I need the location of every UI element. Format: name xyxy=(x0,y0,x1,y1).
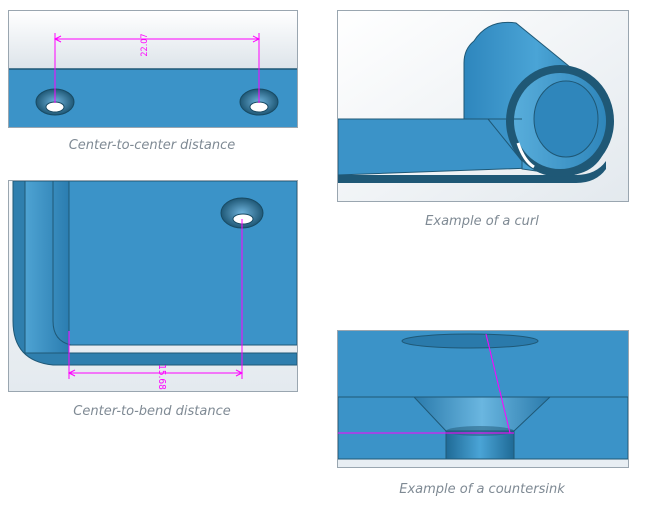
curl-drawing xyxy=(338,11,628,201)
center-to-center-caption: Center-to-center distance xyxy=(68,138,236,153)
reference-lines xyxy=(338,333,514,434)
dimension-value: 15.68 xyxy=(156,364,167,390)
flange xyxy=(24,181,70,354)
background xyxy=(9,11,297,69)
curl-caption: Example of a curl xyxy=(425,214,539,229)
center-to-center-drawing: 22.07 xyxy=(9,11,297,127)
hole-opening xyxy=(401,333,539,349)
sheet-face xyxy=(68,181,297,346)
center-to-bend-drawing: 15.68 xyxy=(9,181,297,391)
countersink-figure xyxy=(337,330,629,468)
curl-end xyxy=(506,65,614,177)
center-to-bend-caption: Center-to-bend distance xyxy=(73,404,231,419)
dimension-value: 22.07 xyxy=(140,33,150,56)
dimension-line xyxy=(67,219,244,379)
center-to-center-figure: 22.07 xyxy=(8,10,298,128)
countersink-drawing xyxy=(338,331,628,467)
center-to-bend-figure: 15.68 xyxy=(8,180,298,392)
sheet-edge xyxy=(338,161,606,183)
dimension-line xyxy=(53,33,261,103)
curl-figure xyxy=(337,10,629,202)
countersink-caption: Example of a countersink xyxy=(399,482,565,497)
